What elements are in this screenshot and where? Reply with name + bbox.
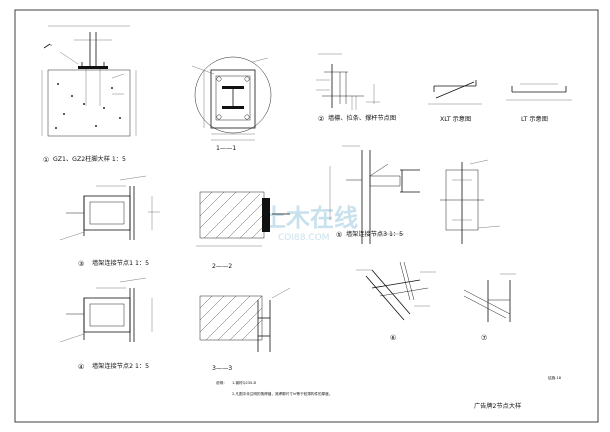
caption-d12: ⑦ (481, 334, 487, 342)
svg-text:1.钢材Q235-B: 1.钢材Q235-B (232, 380, 256, 385)
svg-text:②: ② (318, 115, 324, 123)
svg-text:土木在线: 土木在线 (262, 204, 358, 232)
svg-text:⑤: ⑤ (336, 231, 342, 239)
detail-girt-tie (316, 53, 380, 110)
svg-text:1: 1 (50, 43, 52, 47)
svg-text:GZ1、GZ2柱脚大样 1：5: GZ1、GZ2柱脚大样 1：5 (53, 155, 126, 163)
svg-text:墙架连接节点3 1：5: 墙架连接节点3 1：5 (346, 230, 403, 238)
detail-lt-sketch (506, 83, 572, 101)
general-notes: 说明： 1.钢材Q235-B 2.凡图中未注明的角焊缝，其焊脚尺寸hf等于较薄构… (216, 380, 332, 396)
caption-d10: 3——3 (212, 365, 232, 372)
watermark: 土木在线 COI88.COM (262, 204, 358, 243)
svg-text:2.凡图中未注明的角焊缝，其焊脚尺寸hf等于较薄构件的厚度。: 2.凡图中未注明的角焊缝，其焊脚尺寸hf等于较薄构件的厚度。 (232, 391, 332, 396)
caption-d11: ⑥ (390, 334, 396, 342)
detail-xlt-sketch (428, 80, 482, 105)
detail-section-3-3 (199, 287, 291, 352)
svg-text:③: ③ (78, 260, 84, 268)
detail-section-1-1 (191, 56, 272, 141)
detail-wall-node-1 (59, 175, 160, 241)
detail-7 (463, 273, 516, 322)
svg-text:墙檩、拉条、撑杆节点图: 墙檩、拉条、撑杆节点图 (328, 114, 396, 122)
sheet-number: 结施-18 (548, 375, 562, 380)
svg-text:说明：: 说明： (216, 380, 227, 385)
caption-d1: ① GZ1、GZ2柱脚大样 1：5 (43, 155, 126, 164)
sheet-border (14, 9, 599, 423)
detail-section-2-2 (196, 191, 290, 247)
drawing-title: 广告牌2节点大样 (474, 402, 521, 410)
svg-text:墙架连接节点1 1：5: 墙架连接节点1 1：5 (92, 259, 149, 267)
svg-text:④: ④ (78, 363, 84, 371)
caption-d4: XLT 示意图 (440, 115, 471, 123)
detail-column-base: 1 (41, 25, 137, 137)
svg-text:COI88.COM: COI88.COM (278, 233, 329, 243)
caption-d9: ④ 墙架连接节点2 1：5 (78, 362, 149, 371)
caption-d5: LT 示意图 (521, 115, 548, 123)
caption-d8: ⑤ 墙架连接节点3 1：5 (336, 230, 403, 239)
svg-text:①: ① (43, 156, 49, 164)
caption-d7: 2——2 (212, 263, 232, 270)
svg-text:墙架连接节点2 1：5: 墙架连接节点2 1：5 (92, 362, 149, 370)
detail-wall-node-2 (59, 277, 153, 343)
detail-6 (356, 261, 436, 321)
caption-d3: ② 墙檩、拉条、撑杆节点图 (318, 114, 396, 123)
caption-d2: 1——1 (216, 145, 236, 152)
detail-wall-node-3 (329, 145, 501, 244)
caption-d6: ③ 墙架连接节点1 1：5 (78, 259, 149, 268)
